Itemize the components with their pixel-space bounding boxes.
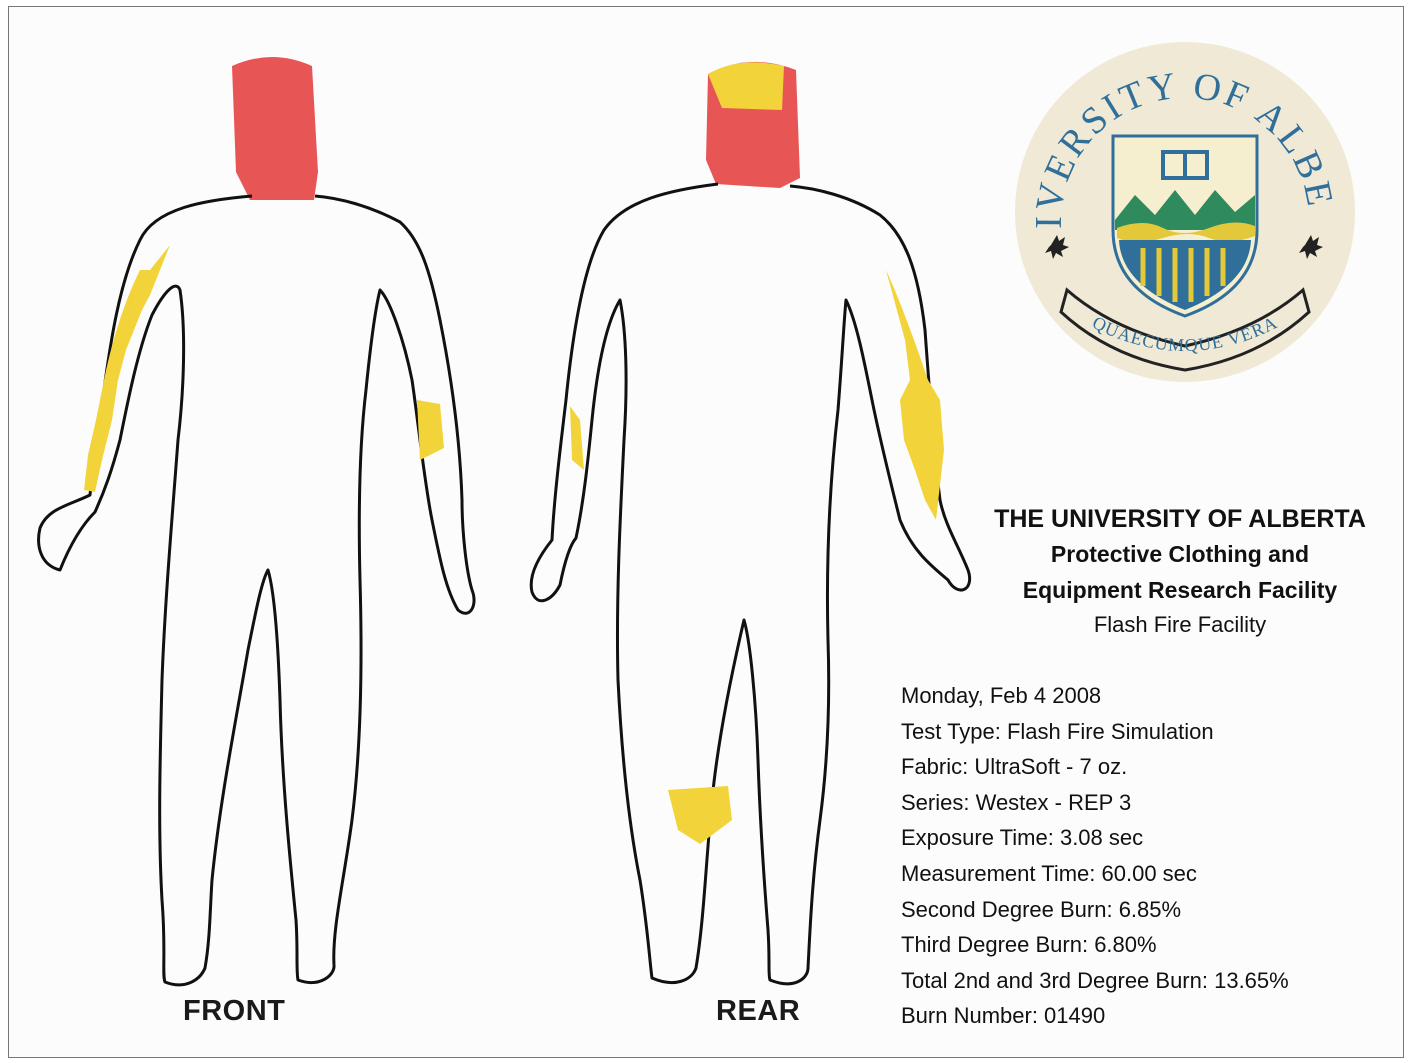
university-name: THE UNIVERSITY OF ALBERTA [950,505,1410,534]
front-figure [39,57,474,985]
test-details: Monday, Feb 4 2008 Test Type: Flash Fire… [901,678,1289,1034]
university-seal-logo: UNIVERSITY OF ALBERTA QUAECUMQUE VERA [1013,40,1357,384]
exposure-time: Exposure Time: 3.08 sec [901,820,1289,856]
facility-name-line1: Protective Clothing and [950,541,1410,568]
front-body-outline [39,196,474,985]
burn-number: Burn Number: 01490 [901,998,1289,1034]
test-date: Monday, Feb 4 2008 [901,678,1289,714]
facility-subname: Flash Fire Facility [950,612,1410,638]
fabric: Fabric: UltraSoft - 7 oz. [901,749,1289,785]
rear-label: REAR [716,995,800,1028]
total-burn: Total 2nd and 3rd Degree Burn: 13.65% [901,963,1289,999]
front-arm-burn-right [417,400,444,460]
measurement-time: Measurement Time: 60.00 sec [901,856,1289,892]
front-arm-burn-left [84,245,170,492]
test-type: Test Type: Flash Fire Simulation [901,714,1289,750]
rear-arm-burn-left [570,406,584,470]
third-degree-burn: Third Degree Burn: 6.80% [901,927,1289,963]
rear-knee-burn [668,786,732,844]
series: Series: Westex - REP 3 [901,785,1289,821]
front-head-burn [232,57,318,200]
rear-arm-burn-right [886,270,944,520]
front-label: FRONT [183,995,285,1028]
second-degree-burn: Second Degree Burn: 6.85% [901,892,1289,928]
facility-name-line2: Equipment Research Facility [950,577,1410,604]
